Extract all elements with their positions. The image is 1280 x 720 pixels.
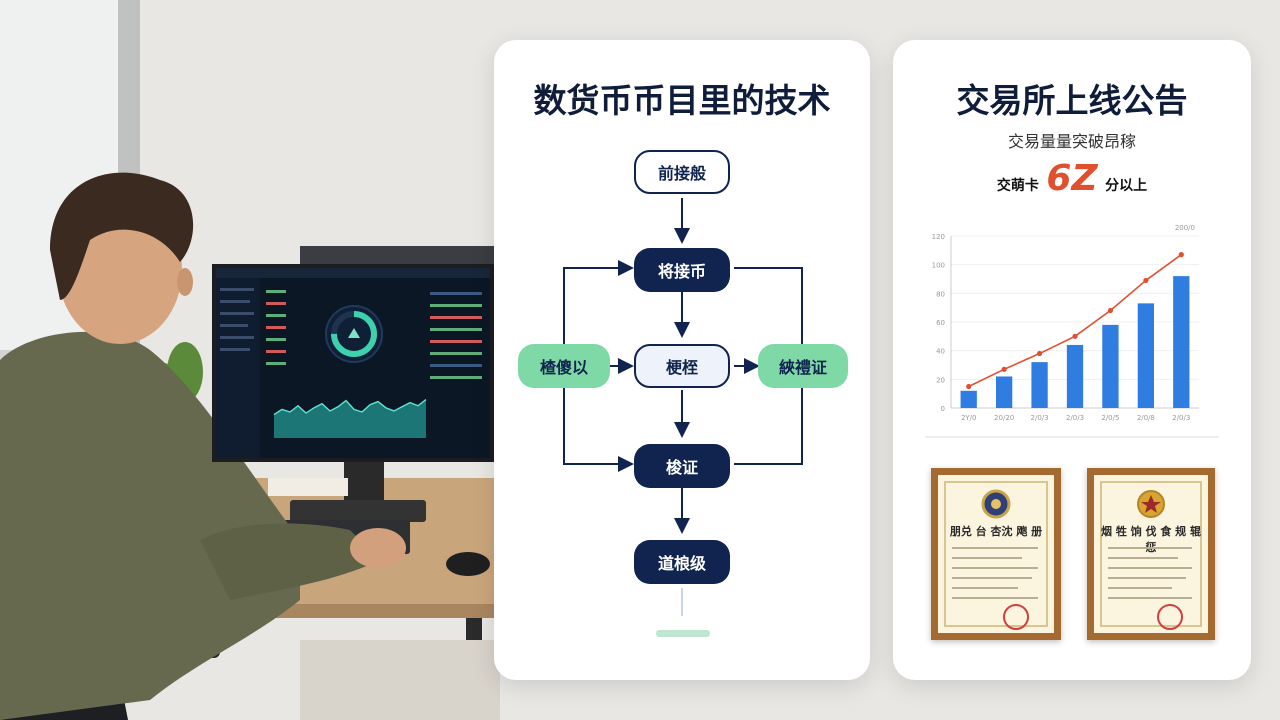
highlight-value: 6Z	[1046, 158, 1098, 199]
gauge	[325, 305, 383, 363]
trend-point	[1001, 366, 1007, 372]
gauge-center-icon	[348, 328, 360, 338]
y-tick-label: 0	[941, 405, 945, 413]
area-chart	[273, 398, 427, 438]
flow-node-top: 前接般	[634, 150, 730, 194]
certificate-text-lines	[952, 547, 1038, 630]
y-tick-label: 60	[936, 319, 945, 327]
y-tick-label: 100	[932, 262, 945, 270]
paper-notebook	[268, 478, 348, 496]
sidebar-rows	[220, 288, 254, 351]
highlight-prefix: 交萌卡	[996, 178, 1039, 194]
highlight-suffix: 分以上	[1105, 178, 1148, 194]
flow-connectors	[563, 198, 803, 637]
tech-flow-card: 数货币币目里的技术 前接般 将接币	[494, 40, 870, 680]
trend-point	[1107, 307, 1114, 314]
certificate-text-lines	[1108, 547, 1192, 630]
y-tick-label: 20	[936, 376, 945, 384]
trend-point	[1036, 350, 1043, 357]
bar	[1031, 362, 1048, 408]
trend-point	[1072, 333, 1078, 339]
divider	[925, 436, 1219, 438]
area-line	[273, 398, 427, 416]
flow-node-bottom: 道桹级	[634, 540, 730, 584]
announcement-subtitle: 交易量量突破昂稼	[1007, 132, 1136, 151]
bottom-accent-bar	[656, 630, 710, 637]
flow-node-right: 綊禮证	[758, 344, 848, 388]
gauge-fill	[331, 311, 377, 357]
x-tick-label: 2/0/8	[1137, 414, 1155, 422]
x-tick-label: 2/0/5	[1101, 414, 1119, 422]
certificate-emblem-icon	[981, 489, 1011, 519]
certificate-badge-icon	[1137, 490, 1165, 518]
x-tick-label: 2Y/0	[961, 414, 977, 422]
bar	[1102, 324, 1119, 408]
monitor-dashboard	[216, 268, 490, 458]
trend-point	[1178, 252, 1184, 258]
y-tick-label: 80	[936, 290, 945, 298]
order-book	[430, 292, 482, 379]
y-tick-label: 120	[932, 233, 945, 241]
monitor-screen	[212, 264, 494, 462]
corner-label: 200/0	[1175, 224, 1195, 232]
monitor-base	[290, 500, 426, 522]
floor	[300, 640, 500, 720]
exchange-announcement-card: 交易所上线公告 交易量量突破昂稼 交萌卡 6Z 分以上 0 20 40 60 80 100…	[893, 40, 1251, 680]
flow-node-step3: 梭证	[634, 444, 730, 488]
x-tick-label: 2/0/3	[1172, 414, 1190, 422]
x-tick-label: 20/20	[994, 414, 1014, 422]
ticker-list	[266, 290, 286, 365]
x-tick-label: 2/0/3	[1031, 414, 1049, 422]
certificate-left-title: 朋兑 台 杏沈 飑 册	[949, 525, 1043, 538]
bar	[960, 390, 977, 408]
flow-node-step1: 将接币	[634, 248, 730, 292]
bar	[1066, 344, 1084, 408]
person	[0, 172, 406, 720]
volume-bar-chart: 0 20 40 60 80 100 120 200/0 2Y/0 20/20 2/0/3 2/0/3 2…	[932, 224, 1199, 422]
red-seal-icon	[1003, 604, 1029, 630]
trend-point	[966, 383, 972, 390]
bar	[1173, 276, 1190, 408]
x-tick-label: 2/0/3	[1066, 414, 1084, 422]
flow-card-title: 数货币币目里的技术	[533, 81, 831, 120]
mouse	[446, 552, 490, 576]
red-seal-icon	[1157, 604, 1183, 630]
volume-highlight: 交萌卡 6Z 分以上	[893, 158, 1251, 199]
y-tick-label: 40	[936, 348, 945, 356]
monitor-stand	[344, 460, 384, 506]
certificate-right: 烟 牲 饷 伐 食 规 辊 惩	[1087, 468, 1215, 640]
bar	[995, 376, 1013, 408]
announcement-title: 交易所上线公告	[956, 81, 1188, 120]
certificate-left: 朋兑 台 杏沈 飑 册	[931, 468, 1061, 640]
flow-node-left: 楂傻以	[518, 344, 610, 388]
bar	[1137, 303, 1155, 408]
flow-node-center: 梗桎	[634, 344, 730, 388]
trend-point	[1143, 277, 1149, 284]
